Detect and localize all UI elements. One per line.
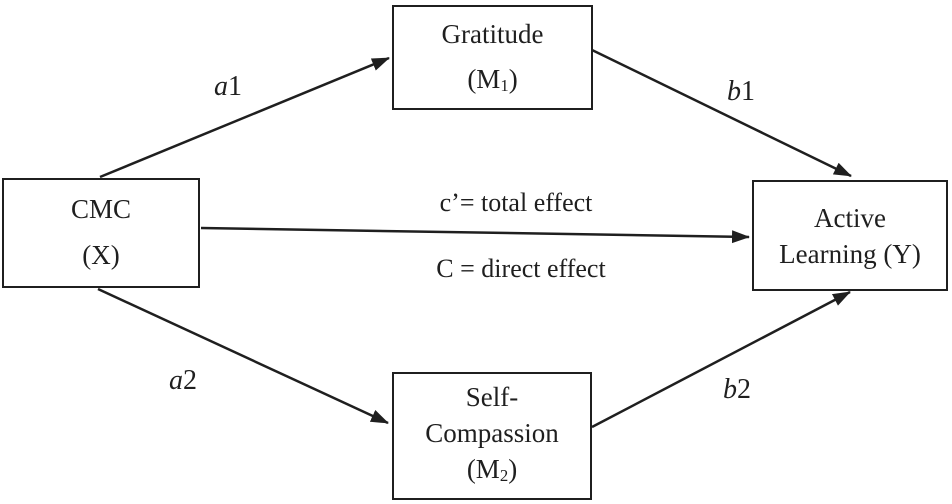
node-cmc-x: CMC (X)	[2, 178, 200, 288]
path-b1-arrow	[591, 48, 852, 178]
path-a1-label: a1	[214, 71, 242, 102]
node-self-compassion-m2: Self- Compassion (M2)	[392, 372, 592, 500]
node-gratitude-code: (M1)	[467, 63, 518, 95]
path-a2-label: a2	[169, 365, 197, 396]
node-active-line1: Active	[814, 202, 886, 233]
node-selfcomp-subscript: 2	[499, 465, 509, 485]
total-effect-label: c’= total effect	[439, 188, 593, 217]
node-gratitude-subscript: 1	[500, 75, 509, 95]
direct-effect-label: C = direct effect	[436, 254, 606, 283]
node-active-line2: Learning (Y)	[779, 238, 921, 269]
node-gratitude-m1: Gratitude (M1)	[392, 5, 593, 110]
node-selfcomp-code: (M2)	[466, 453, 518, 485]
node-active-learning-y: Active Learning (Y)	[752, 180, 948, 291]
path-a1-arrow	[99, 56, 390, 179]
path-b1-label: b1	[727, 76, 755, 107]
node-selfcomp-line2: Compassion	[425, 417, 559, 448]
path-a2-arrow	[97, 287, 389, 425]
path-b2-label: b2	[723, 374, 751, 405]
node-selfcomp-line1: Self-	[465, 381, 519, 412]
path-b2-arrow	[591, 290, 851, 429]
node-gratitude-name: Gratitude	[441, 19, 544, 50]
node-cmc-code: (X)	[82, 240, 120, 271]
path-c-direct-arrow	[200, 226, 750, 244]
node-cmc-name: CMC	[70, 194, 132, 225]
